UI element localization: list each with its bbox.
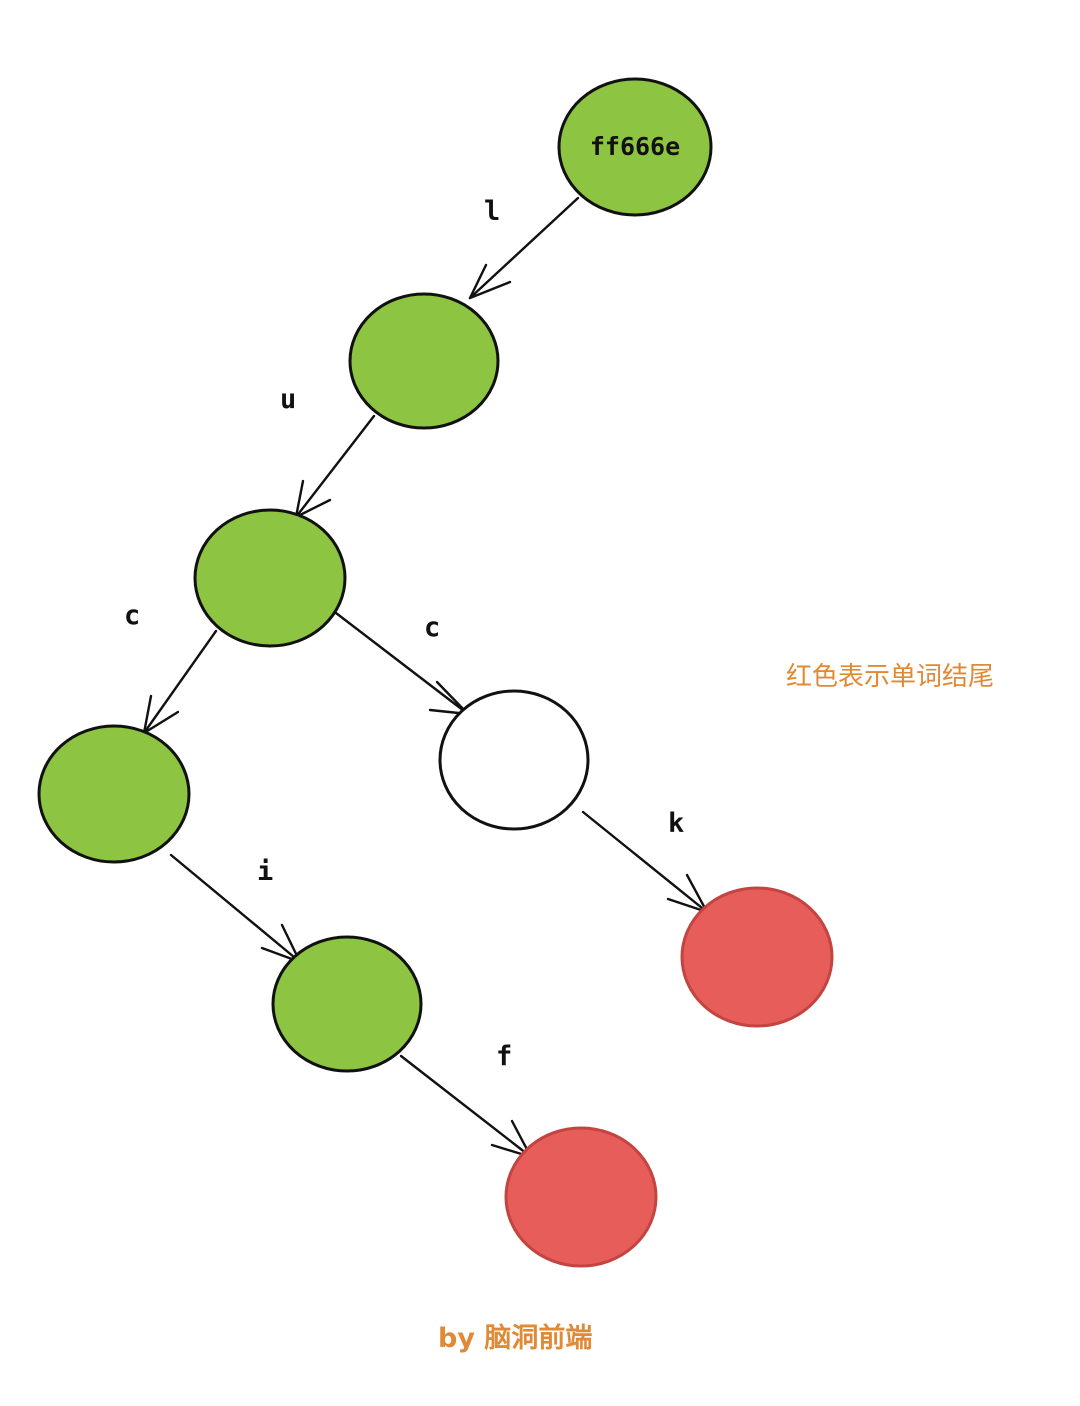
edge-label-u: u — [280, 384, 296, 415]
edge-label-k: k — [668, 808, 684, 839]
edge-n2-to-n4 — [334, 611, 470, 716]
node-n1 — [348, 292, 500, 430]
edge-label-c-right: c — [424, 612, 440, 643]
edge-label-i: i — [257, 856, 273, 887]
node-n2 — [193, 508, 347, 648]
legend-text: 红色表示单词结尾 — [786, 662, 995, 692]
edge-label-c-left: c — [124, 600, 140, 631]
node-n4 — [438, 689, 590, 831]
node-n7-end — [504, 1126, 658, 1268]
root-label: ff666e — [590, 132, 680, 161]
node-n5-end — [680, 886, 834, 1028]
edge-n4-to-n5 — [581, 810, 709, 914]
edge-label-f: f — [496, 1041, 512, 1072]
edge-n3-to-n6 — [169, 853, 302, 964]
edge-n1-to-n2 — [294, 414, 376, 519]
edge-label-l: l — [484, 196, 500, 227]
edge-root-to-n1 — [468, 196, 580, 300]
node-n3 — [37, 724, 191, 864]
node-root: ff666e — [557, 77, 713, 217]
node-n6 — [271, 935, 423, 1073]
credit-text: by 脑洞前端 — [438, 1323, 593, 1354]
edge-n2-to-n3 — [142, 629, 218, 735]
